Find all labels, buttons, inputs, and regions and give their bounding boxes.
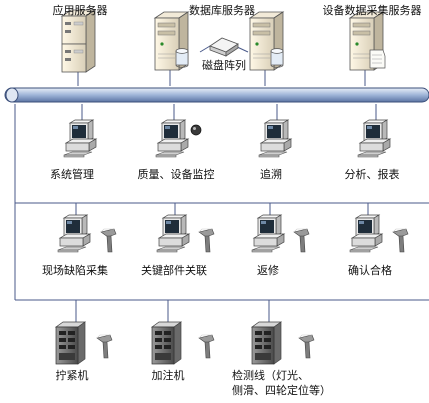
key-parts-label: 关键部件关联 xyxy=(141,264,207,277)
disk-array-label: 磁盘阵列 xyxy=(202,59,246,72)
barcode-scanner-icon xyxy=(100,228,117,253)
workstation-icon-quality-monitoring xyxy=(155,119,189,158)
traceability-label: 追溯 xyxy=(260,168,282,181)
barcode-scanner-icon-4 xyxy=(392,228,409,253)
barcode-scanner-icon-2 xyxy=(198,228,215,253)
filling-machine-icon xyxy=(151,321,182,365)
network-bus xyxy=(4,87,429,103)
inspection-line-label-line2: 侧滑、四轮定位等） xyxy=(232,384,331,397)
barcode-scanner-icon-5 xyxy=(96,334,113,359)
workstation-icon-key-parts xyxy=(156,214,190,253)
database-server-label: 数据库服务器 xyxy=(189,4,255,17)
inspection-line-label-line1: 检测线（灯光、 xyxy=(232,369,309,382)
inspection-line-icon xyxy=(251,321,282,365)
tightening-machine-label: 拧紧机 xyxy=(55,369,89,382)
workstation-icon-repair xyxy=(251,214,285,253)
collection-server-label: 设备数据采集服务器 xyxy=(322,4,422,17)
database-disk-icon xyxy=(175,48,189,68)
system-management-label: 系统管理 xyxy=(50,168,94,181)
workstation-icon-analysis-reports xyxy=(357,119,391,158)
collection-document-icon xyxy=(369,49,386,69)
filling-machine-label: 加注机 xyxy=(151,369,185,382)
confirm-pass-label: 确认合格 xyxy=(348,264,392,277)
database-disk-icon-2 xyxy=(270,48,284,68)
repair-label: 返修 xyxy=(257,264,279,277)
analysis-reports-label: 分析、报表 xyxy=(344,168,400,181)
camera-icon xyxy=(190,124,202,136)
connection-lines xyxy=(14,45,429,322)
workstation-icon-confirm-pass xyxy=(349,214,383,253)
disk-array-icon xyxy=(209,37,239,57)
quality-monitoring-label: 质量、设备监控 xyxy=(137,168,215,181)
workstation-icon-traceability xyxy=(258,119,292,158)
barcode-scanner-icon-3 xyxy=(293,228,310,253)
workstation-icon-defect-collection xyxy=(57,214,91,253)
app-server-icon xyxy=(61,9,96,73)
barcode-scanner-icon-7 xyxy=(298,334,315,359)
barcode-scanner-icon-6 xyxy=(198,334,215,359)
workstation-icon-system-management xyxy=(63,119,97,158)
app-server-label: 应用服务器 xyxy=(52,4,108,17)
defect-collection-label: 现场缺陷采集 xyxy=(42,264,108,277)
tightening-machine-icon xyxy=(55,321,86,365)
